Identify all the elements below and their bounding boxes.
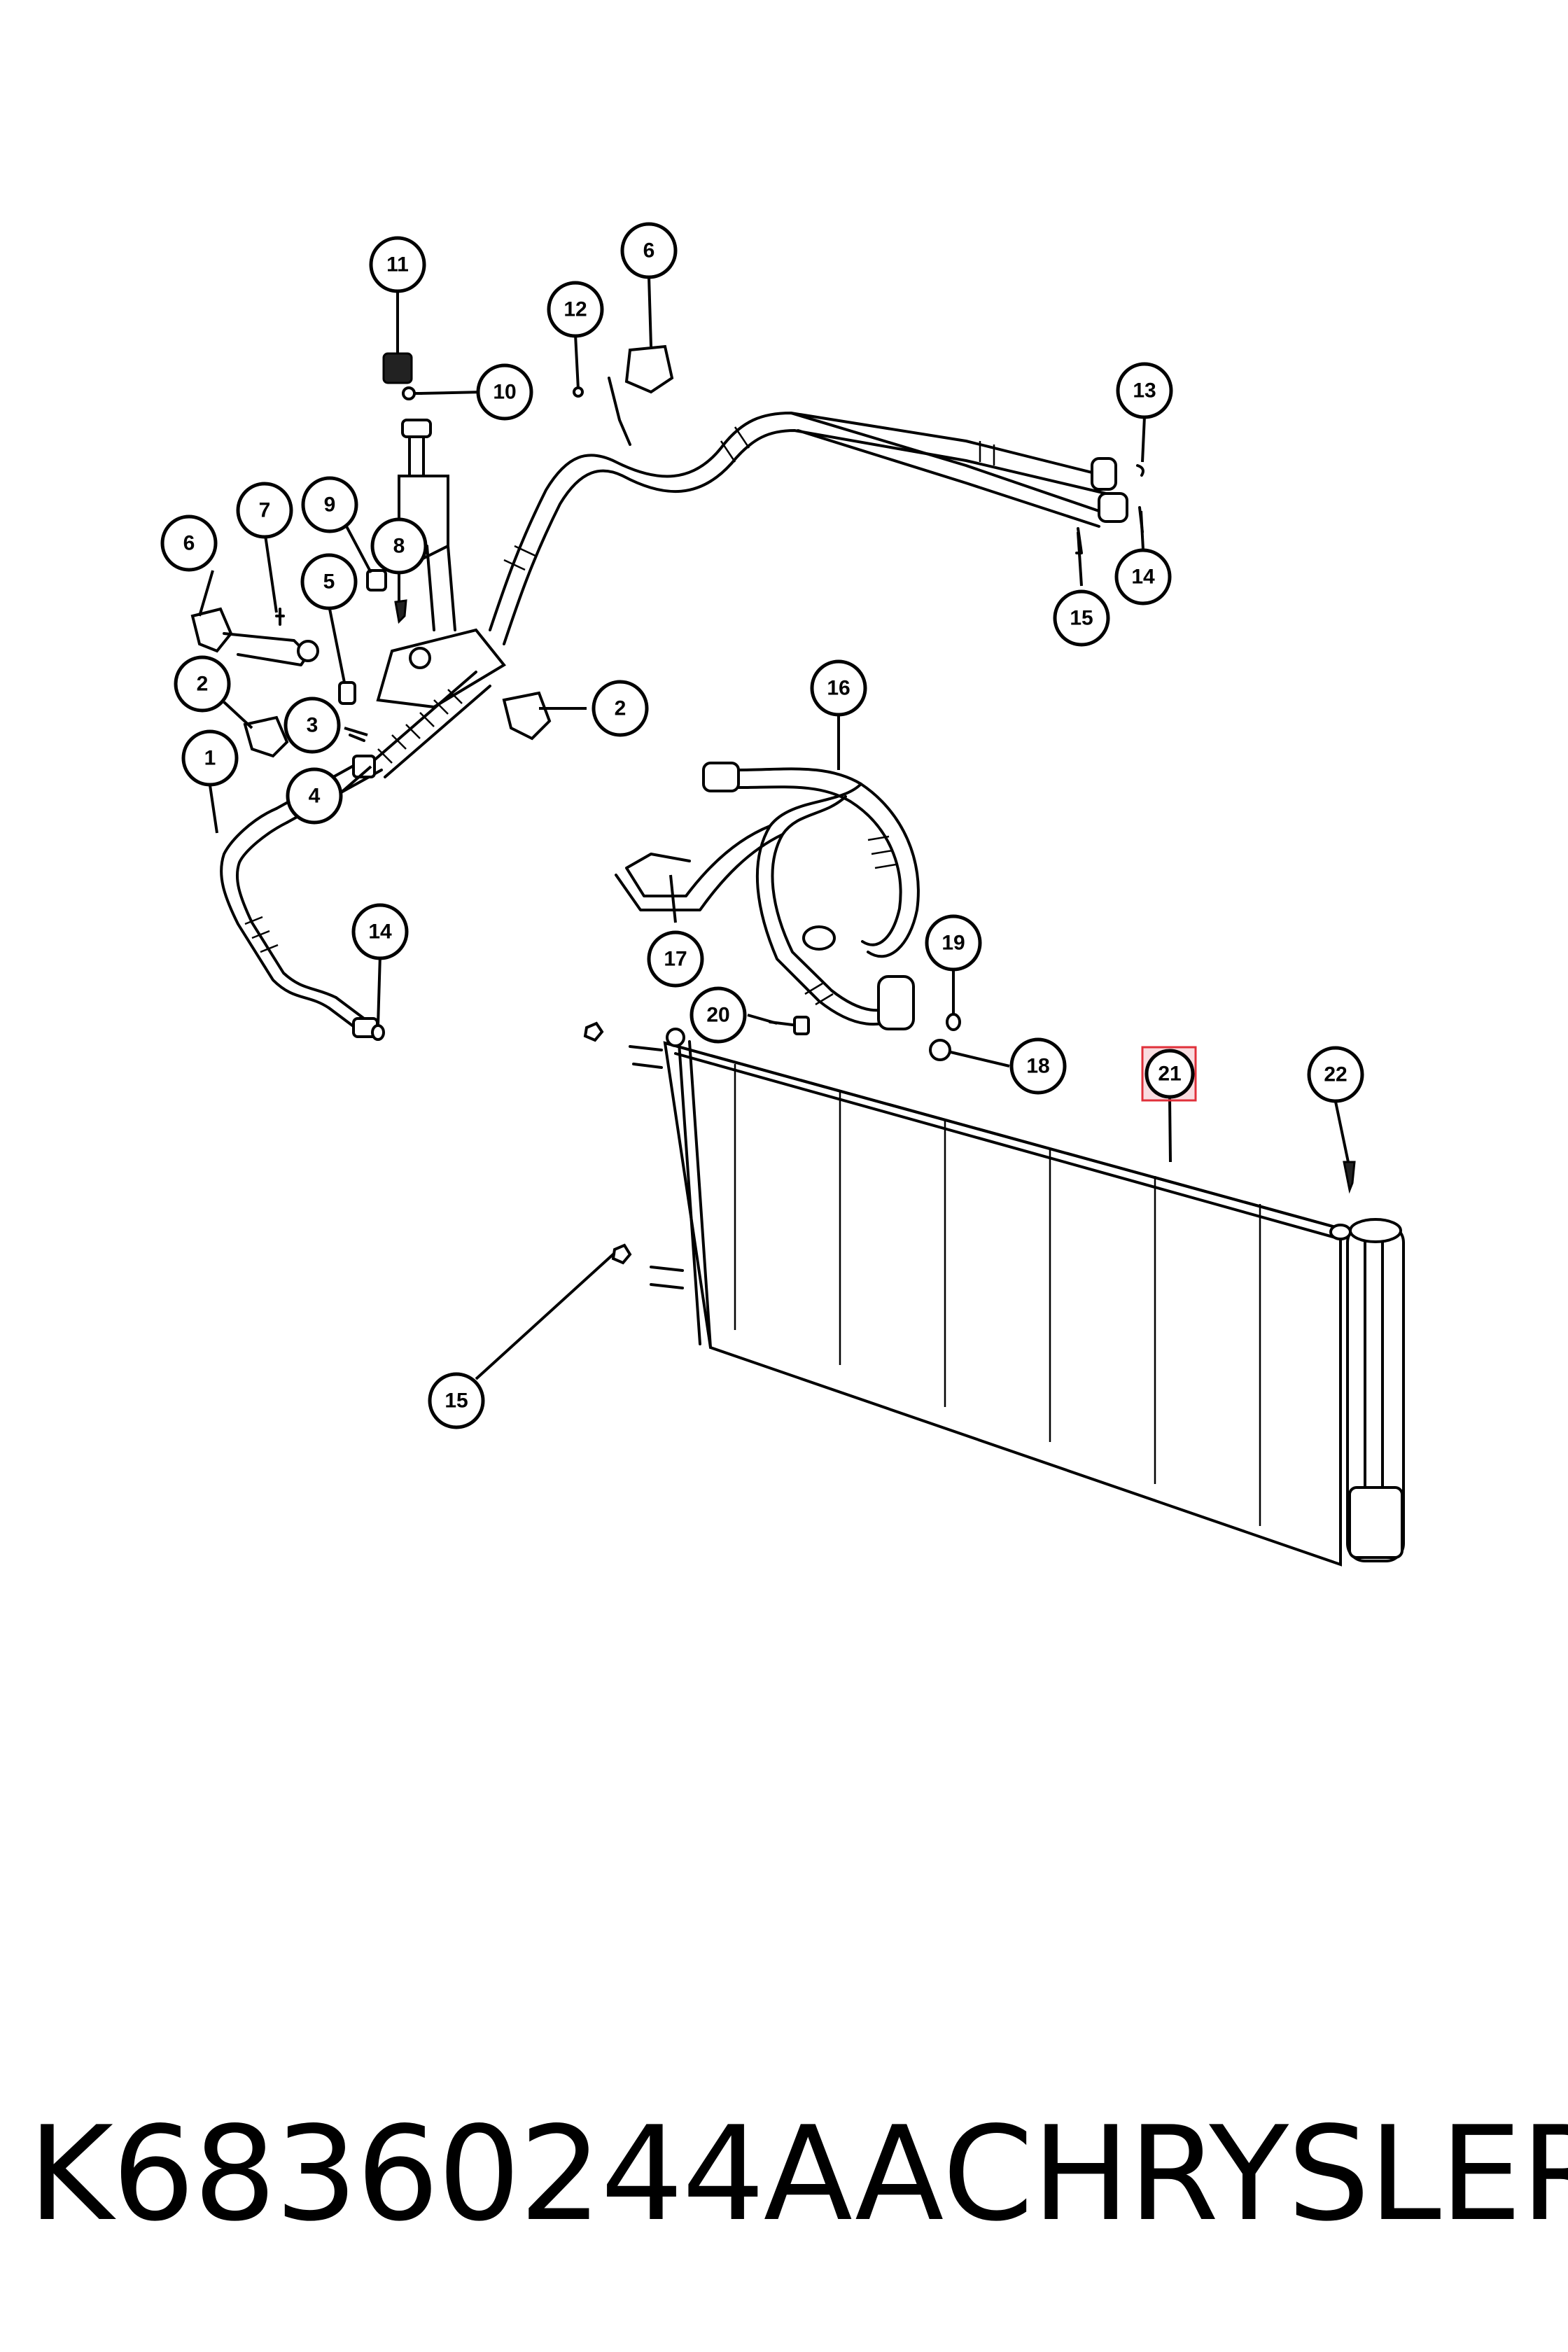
- small-fasteners: [275, 386, 584, 705]
- svg-text:2: 2: [197, 673, 209, 696]
- svg-text:15: 15: [1070, 607, 1093, 630]
- svg-text:12: 12: [564, 298, 587, 321]
- svg-text:22: 22: [1324, 1063, 1347, 1086]
- svg-text:11: 11: [386, 253, 409, 276]
- svg-text:20: 20: [706, 1004, 729, 1027]
- callout-16[interactable]: 16: [810, 659, 867, 717]
- upper-ac-line: [489, 412, 1128, 645]
- nut-15-bottom: [611, 1243, 632, 1265]
- cap-and-valve-stack: [382, 352, 432, 477]
- callout-1[interactable]: 1: [181, 729, 239, 787]
- svg-text:15: 15: [444, 1390, 468, 1413]
- bolt-22: [1343, 1161, 1356, 1194]
- callout-4[interactable]: 4: [286, 767, 343, 825]
- oring-14-bottom: [371, 1024, 385, 1041]
- svg-text:21: 21: [1158, 1063, 1181, 1086]
- svg-text:8: 8: [393, 535, 405, 558]
- svg-text:9: 9: [324, 493, 336, 517]
- svg-text:4: 4: [309, 785, 321, 808]
- svg-text:1: 1: [204, 747, 216, 770]
- svg-text:16: 16: [827, 677, 850, 700]
- hose-16: [615, 762, 920, 1030]
- svg-text:19: 19: [941, 932, 965, 955]
- svg-text:5: 5: [323, 570, 335, 594]
- callout-8[interactable]: 8: [370, 517, 428, 575]
- leader-lines: [198, 276, 1350, 1380]
- svg-text:2: 2: [615, 697, 626, 720]
- callout-15-bottom[interactable]: 15: [428, 1372, 485, 1429]
- svg-text:13: 13: [1133, 379, 1156, 402]
- condenser-21: [629, 1028, 1405, 1567]
- svg-text:14: 14: [1131, 566, 1155, 589]
- callout-2-left[interactable]: 2: [174, 655, 231, 713]
- svg-text:18: 18: [1026, 1055, 1049, 1078]
- bracket-6-top: [608, 344, 674, 446]
- callout-21[interactable]: 21: [1144, 1049, 1195, 1099]
- svg-text:17: 17: [664, 948, 687, 971]
- brand-name: CHRYSLER: [942, 2097, 1568, 2250]
- callout-20[interactable]: 20: [690, 986, 747, 1044]
- callout-19[interactable]: 19: [925, 914, 982, 972]
- svg-text:10: 10: [493, 381, 516, 404]
- callout-3[interactable]: 3: [284, 696, 341, 754]
- clip-2-right: [502, 691, 552, 741]
- clip-2-left: [243, 715, 289, 758]
- callout-6-top[interactable]: 6: [620, 222, 678, 279]
- svg-text:7: 7: [259, 499, 271, 522]
- caption: K68360244AA CHRYSLER: [28, 2093, 1568, 2254]
- callout-14-top[interactable]: 14: [1114, 548, 1172, 606]
- svg-text:6: 6: [643, 239, 655, 262]
- callout-10[interactable]: 10: [476, 363, 533, 421]
- callout-5[interactable]: 5: [300, 553, 358, 610]
- callout-2-right[interactable]: 2: [592, 680, 649, 737]
- callout-7[interactable]: 7: [236, 482, 293, 539]
- part-number: K68360244AA: [28, 2097, 944, 2250]
- callout-13[interactable]: 13: [1116, 362, 1173, 419]
- svg-text:3: 3: [307, 714, 318, 737]
- callout-18[interactable]: 18: [1009, 1037, 1067, 1095]
- orings-and-bolt: [583, 1013, 961, 1061]
- callout-22[interactable]: 22: [1307, 1046, 1364, 1103]
- callout-15-top[interactable]: 15: [1053, 589, 1110, 647]
- bracket-6-left: [190, 607, 319, 666]
- callout-17[interactable]: 17: [647, 930, 704, 988]
- svg-text:6: 6: [183, 532, 195, 555]
- svg-text:14: 14: [368, 920, 392, 944]
- callout-12[interactable]: 12: [547, 281, 604, 338]
- callout-9[interactable]: 9: [301, 476, 358, 533]
- callout-6-left[interactable]: 6: [160, 514, 218, 572]
- callout-14-bottom[interactable]: 14: [351, 903, 409, 960]
- callout-11[interactable]: 11: [369, 236, 426, 293]
